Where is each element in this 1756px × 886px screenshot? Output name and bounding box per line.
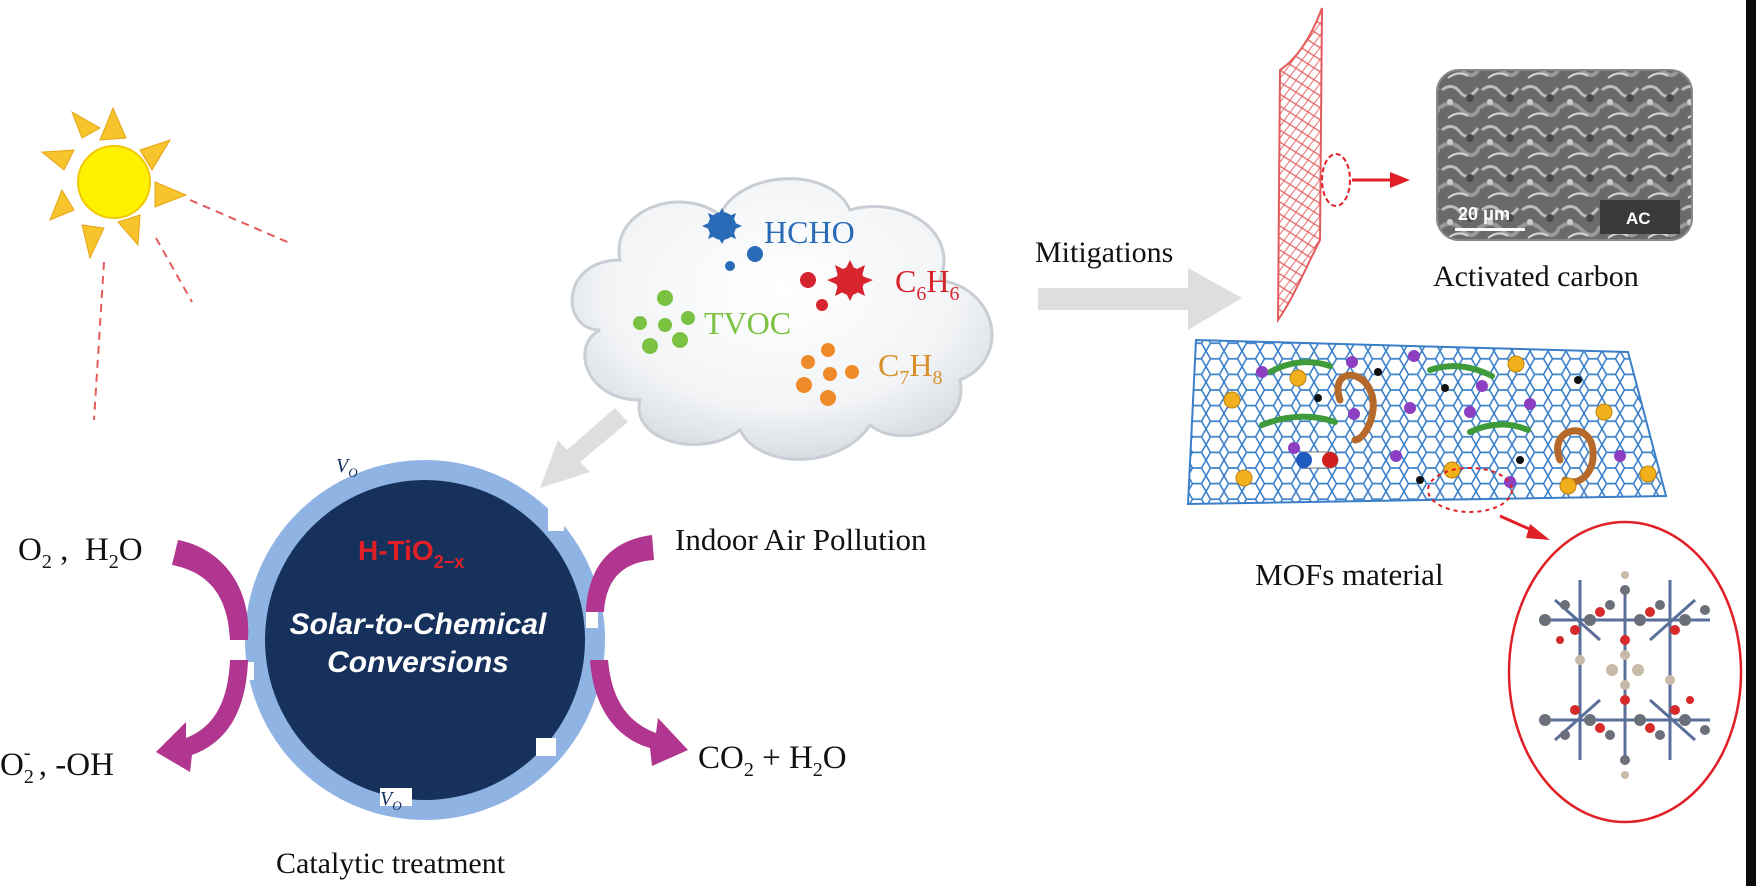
- label-c7h8: C7H8: [878, 347, 942, 389]
- c6h6-molecules-icon: [800, 260, 873, 311]
- label-solar-to-chemical: Solar-to-Chemical: [290, 608, 547, 641]
- label-conversions: Conversions: [327, 646, 509, 679]
- label-c6h6: C6H6: [895, 263, 959, 305]
- mof-sheet: [1186, 338, 1668, 540]
- arrow-mitigations-icon: [1038, 268, 1242, 330]
- catalyst-particle: [244, 446, 605, 820]
- product-out-arrow-left: [156, 660, 248, 772]
- activated-carbon-sem-image: [1436, 69, 1693, 241]
- sem-tag-label: AC: [1626, 209, 1651, 228]
- sun-icon: [40, 106, 188, 260]
- label-tvoc: TVOC: [704, 305, 791, 341]
- sunlight-rays: [93, 199, 293, 421]
- filter-mesh-icon: [1276, 7, 1410, 324]
- mof-crystal-structure: [1507, 520, 1743, 824]
- reactant-in-arrow-left: [172, 540, 249, 640]
- pollution-cloud: [570, 177, 994, 461]
- label-catalyst-name: H-TiO2−x: [358, 535, 464, 572]
- label-activated-carbon: Activated carbon: [1433, 260, 1639, 293]
- c7h8-molecules-icon: [796, 343, 859, 406]
- product-out-arrow-right: [590, 660, 688, 766]
- label-indoor-air-pollution: Indoor Air Pollution: [675, 522, 927, 557]
- sem-scale-label: 20 μm: [1458, 204, 1510, 224]
- label-oxygen-vacancy-top: VO: [336, 455, 358, 480]
- reactant-in-arrow-right: [586, 535, 654, 612]
- label-reactants-o2-h2o: O2 , H2O: [18, 532, 143, 573]
- right-border: [1746, 0, 1756, 886]
- label-mofs-material: MOFs material: [1255, 557, 1444, 592]
- label-mitigations: Mitigations: [1035, 236, 1173, 269]
- tvoc-molecules-icon: [633, 290, 695, 354]
- label-products-co2-h2o: CO2 + H2O: [698, 740, 847, 781]
- label-catalytic-treatment: Catalytic treatment: [276, 847, 506, 880]
- label-oxygen-vacancy-bottom: VO: [380, 788, 402, 813]
- label-hcho: HCHO: [764, 214, 855, 250]
- hcho-molecules-icon: [702, 208, 763, 271]
- arrow-to-catalyst-icon: [540, 408, 628, 488]
- label-products-o2-oh: O2- , -OH: [0, 742, 114, 788]
